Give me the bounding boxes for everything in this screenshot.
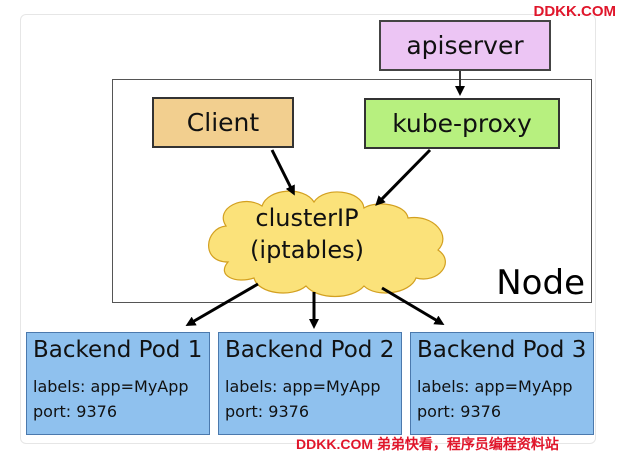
cluster-ip-cloud: [208, 190, 446, 297]
arrow-cluster-ip-to-pod-3: [381, 286, 445, 326]
kube-proxy-label: kube-proxy: [392, 109, 532, 138]
watermark-bottom: DDKK.COM 弟弟快看，程序员编程资料站: [296, 436, 559, 452]
pod-title: Backend Pod 3: [417, 337, 587, 363]
pod-port: port: 9376: [33, 402, 117, 421]
pod-labels: labels: app=MyApp: [417, 377, 573, 396]
cluster-ip-line2: (iptables): [250, 236, 364, 264]
node-label: Node: [496, 262, 585, 303]
backend-pod-1: Backend Pod 1 labels: app=MyApp port: 93…: [26, 332, 210, 435]
arrow-client-to-cluster-ip: [270, 149, 295, 196]
pod-title: Backend Pod 1: [33, 337, 203, 363]
backend-pod-2: Backend Pod 2 labels: app=MyApp port: 93…: [218, 332, 402, 435]
apiserver-box: apiserver: [379, 20, 551, 71]
pod-labels: labels: app=MyApp: [33, 377, 189, 396]
watermark-top: DDKK.COM: [533, 3, 617, 20]
apiserver-label: apiserver: [406, 31, 524, 60]
arrow-cluster-ip-to-pod-1: [185, 282, 259, 327]
backend-pod-3: Backend Pod 3 labels: app=MyApp port: 93…: [410, 332, 594, 435]
arrow-kube-proxy-to-cluster-ip: [375, 148, 432, 206]
pod-labels: labels: app=MyApp: [225, 377, 381, 396]
pod-title: Backend Pod 2: [225, 337, 395, 363]
cluster-ip-label: clusterIP (iptables): [242, 202, 372, 266]
pod-port: port: 9376: [225, 402, 309, 421]
client-box: Client: [152, 97, 294, 148]
client-label: Client: [186, 108, 260, 137]
pod-port: port: 9376: [417, 402, 501, 421]
kube-proxy-box: kube-proxy: [364, 98, 560, 149]
cluster-ip-line1: clusterIP: [255, 204, 359, 232]
